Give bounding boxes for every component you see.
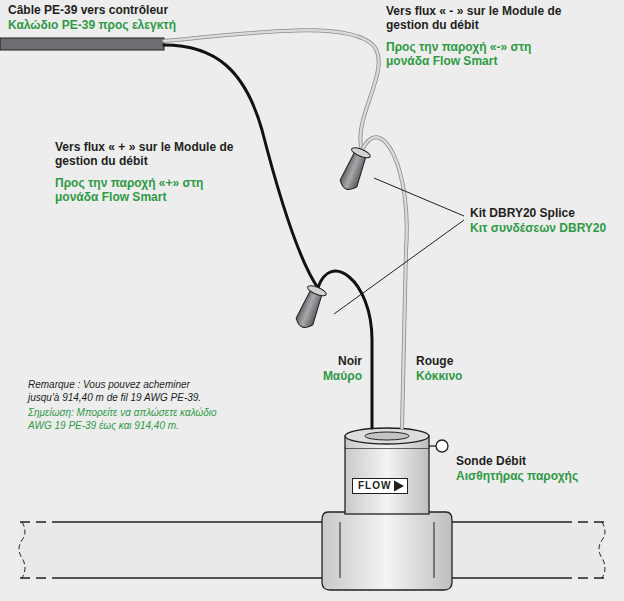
flow-label-box: FLOW — [352, 478, 408, 494]
callout-label: Αισθητήρας παροχής — [456, 469, 606, 483]
callout-label: Sonde Débit — [456, 454, 606, 468]
callout-label: Κιτ συνδέσεων DBRY20 — [470, 221, 610, 235]
callout-label: Προς την παροχή «-» στη μονάδα Flow Smar… — [386, 40, 536, 68]
note-text: Remarque : Vous pouvez acheminer jusqu'à… — [28, 378, 218, 404]
splice-cap — [293, 284, 327, 331]
flow-arrow — [393, 478, 405, 494]
callout-label: Προς την παροχή «+» στη μονάδα Flow Smar… — [55, 176, 205, 204]
cable-pe39 — [0, 38, 164, 50]
leader-line — [334, 178, 464, 314]
callout-label: Κόκκινο — [416, 369, 506, 383]
flow-sensor — [322, 428, 452, 590]
splice-cap — [337, 146, 371, 193]
callout-label: Καλώδιο PE-39 προς ελεγκτή — [8, 18, 208, 32]
callout-label: Kit DBRY20 Splice — [470, 206, 580, 220]
callout-label: Vers flux « - » sur le Module de gestion… — [386, 4, 586, 32]
flow-text: FLOW — [358, 480, 391, 491]
red-wire — [164, 30, 407, 428]
callout-label: Rouge — [416, 354, 506, 368]
callout-label: Vers flux « + » sur le Module de gestion… — [55, 140, 240, 168]
callout-label: Μαύρο — [300, 369, 362, 383]
flow-arrow-head — [394, 480, 404, 491]
callout-label: Noir — [300, 354, 362, 368]
note-text: Σημείωση: Μπορείτε να απλώσετε καλώδιο A… — [28, 406, 218, 432]
pipe — [19, 522, 605, 578]
black-wire — [164, 45, 372, 428]
callout-label: Câble PE-39 vers contrôleur — [8, 3, 208, 17]
